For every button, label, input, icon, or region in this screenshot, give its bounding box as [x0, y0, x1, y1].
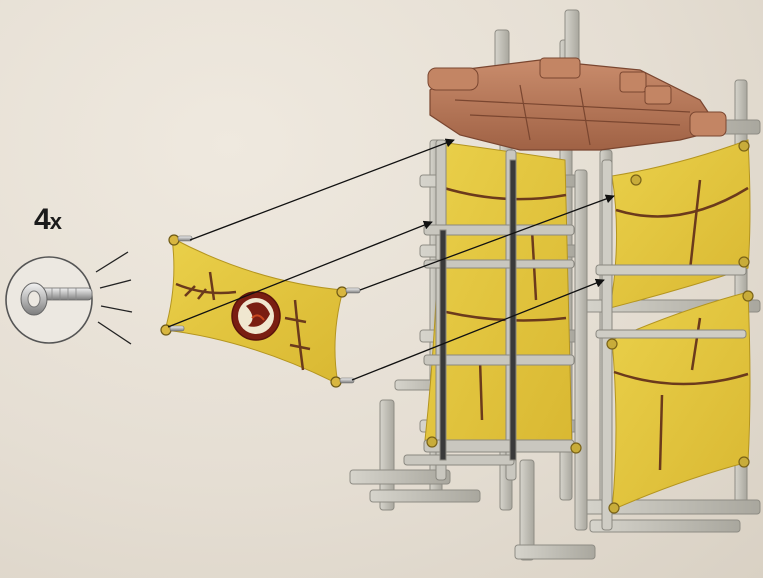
grommet — [331, 377, 341, 387]
eye-bolt-icon — [340, 378, 354, 383]
assembly-arrow — [190, 140, 454, 240]
callout-rays — [96, 252, 132, 344]
mounted-sail-right-lower — [612, 292, 750, 510]
wooden-deck — [428, 58, 726, 150]
grommet — [169, 235, 179, 245]
grommet — [337, 287, 347, 297]
mounted-sail-right-upper — [610, 140, 750, 308]
mounted-sail-left — [425, 142, 572, 450]
callout-ray — [100, 280, 131, 288]
callout-ray — [96, 252, 128, 272]
callout-ray — [98, 322, 131, 344]
loose-sail — [161, 235, 360, 387]
eye-bolt-icon — [346, 288, 360, 293]
callout-ray — [101, 306, 132, 312]
part-callout — [6, 252, 132, 344]
eye-bolt-icon — [170, 326, 184, 331]
eye-bolt-icon — [178, 236, 192, 241]
mast-structure — [350, 10, 760, 560]
